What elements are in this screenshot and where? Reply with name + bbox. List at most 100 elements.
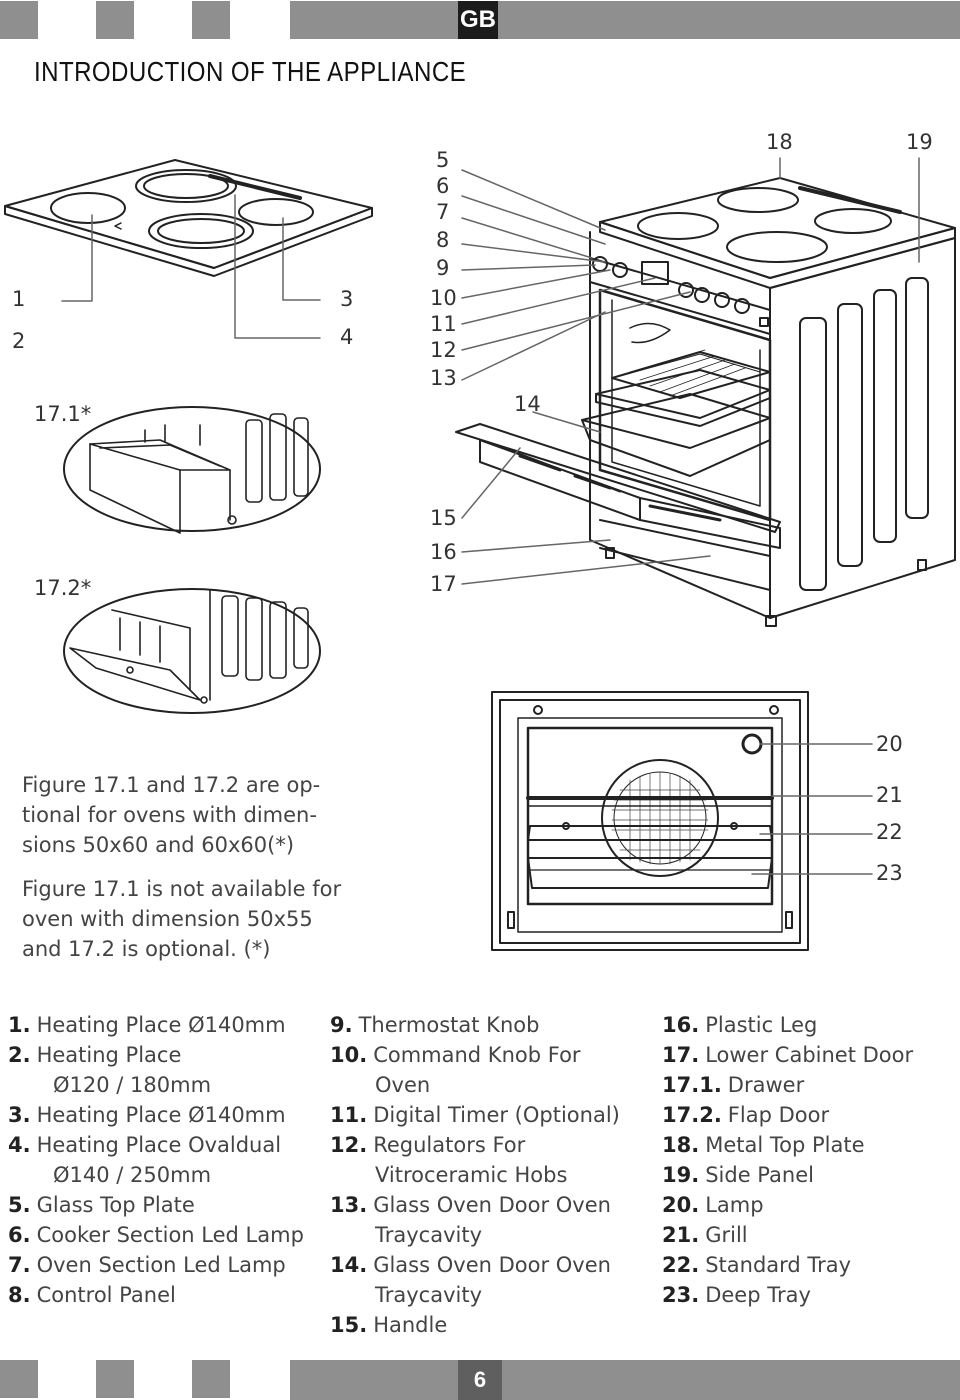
cooker-drawing: [455, 177, 956, 627]
legend-item: 4.Heating Place Ovaldual: [8, 1130, 304, 1160]
callout-12: 12: [430, 338, 457, 362]
availability-note: Figure 17.1 is not available for oven wi…: [22, 874, 362, 964]
callout-15: 15: [430, 506, 457, 530]
optional-figures-note: Figure 17.1 and 17.2 are op- tional for …: [22, 770, 362, 860]
figure-label-17-1: 17.1*: [34, 402, 92, 426]
legend-item-text: Thermostat Knob: [358, 1013, 540, 1037]
legend-item: 5.Glass Top Plate: [8, 1190, 304, 1220]
legend-item-text: Handle: [373, 1313, 448, 1337]
legend-item: 9.Thermostat Knob: [330, 1010, 620, 1040]
legend-item-text: Heating Place Ovaldual: [36, 1133, 282, 1157]
legend-item-number: 14.: [330, 1253, 368, 1277]
legend-item-number: 6.: [8, 1223, 31, 1247]
legend-item-number: 16.: [662, 1013, 700, 1037]
callout-8: 8: [436, 228, 450, 252]
legend-item-number: 21.: [662, 1223, 700, 1247]
legend-item-number: 17.2.: [662, 1103, 722, 1127]
legend-item-number: 8.: [8, 1283, 31, 1307]
note-line: sions 50x60 and 60x60(*): [22, 833, 295, 857]
legend-item-text: Traycavity: [375, 1283, 483, 1307]
legend-item: 8.Control Panel: [8, 1280, 304, 1310]
footer-tab-1: [0, 1360, 38, 1398]
callout-4: 4: [340, 325, 354, 349]
callout-3: 3: [340, 287, 354, 311]
header-band: [290, 1, 960, 39]
note-line: Figure 17.1 and 17.2 are op-: [22, 773, 321, 797]
legend-item-text: Oven: [375, 1073, 431, 1097]
legend-item-text: Cooker Section Led Lamp: [36, 1223, 304, 1247]
legend-item: Traycavity: [330, 1280, 620, 1310]
legend-item: Ø120 / 180mm: [8, 1070, 304, 1100]
legend-item-number: 18.: [662, 1133, 700, 1157]
legend-item: Traycavity: [330, 1220, 620, 1250]
callout-18: 18: [766, 130, 793, 154]
legend-item: 17.1.Drawer: [662, 1070, 913, 1100]
note-line: Figure 17.1 is not available for: [22, 877, 342, 901]
legend-item-number: 17.: [662, 1043, 700, 1067]
legend-item-number: 3.: [8, 1103, 31, 1127]
footer-band: [290, 1360, 960, 1400]
legend-item-text: Glass Top Plate: [36, 1193, 195, 1217]
legend-item-text: Command Knob For: [373, 1043, 581, 1067]
note-line: and 17.2 is optional. (*): [22, 937, 271, 961]
legend-item: 23.Deep Tray: [662, 1280, 913, 1310]
language-badge: GB: [458, 1, 498, 39]
note-line: tional for ovens with dimen-: [22, 803, 317, 827]
legend-item-text: Grill: [705, 1223, 748, 1247]
callout-22: 22: [876, 820, 903, 844]
callout-2: 2: [12, 329, 26, 353]
legend-item-number: 13.: [330, 1193, 368, 1217]
legend-item-number: 12.: [330, 1133, 368, 1157]
legend-item: 15.Handle: [330, 1310, 620, 1340]
legend-item-number: 22.: [662, 1253, 700, 1277]
legend-item-text: Glass Oven Door Oven: [373, 1253, 611, 1277]
legend-item-text: Ø140 / 250mm: [53, 1163, 212, 1187]
legend-item-text: Plastic Leg: [705, 1013, 818, 1037]
flap-door-detail-drawing: [63, 588, 321, 714]
callout-1: 1: [12, 287, 26, 311]
oven-front-drawing: [491, 691, 809, 951]
callout-16: 16: [430, 540, 457, 564]
appliance-illustration: [4, 157, 956, 951]
legend-item: 13.Glass Oven Door Oven: [330, 1190, 620, 1220]
legend-item-text: Drawer: [727, 1073, 805, 1097]
footer-tab-3: [192, 1360, 230, 1398]
legend-item-number: 1.: [8, 1013, 31, 1037]
legend-item-text: Metal Top Plate: [705, 1133, 865, 1157]
callout-23: 23: [876, 861, 903, 885]
legend-item-number: 19.: [662, 1163, 700, 1187]
legend-item-text: Heating Place: [36, 1043, 182, 1067]
callout-10: 10: [430, 286, 457, 310]
header-tab-1: [0, 1, 38, 39]
legend-item-number: 15.: [330, 1313, 368, 1337]
legend-item-text: Side Panel: [705, 1163, 814, 1187]
callout-11: 11: [430, 312, 457, 336]
legend-item-text: Control Panel: [36, 1283, 176, 1307]
legend-item: 1.Heating Place Ø140mm: [8, 1010, 304, 1040]
legend-item: 11.Digital Timer (Optional): [330, 1100, 620, 1130]
legend-item-number: 23.: [662, 1283, 700, 1307]
legend-item: 12.Regulators For: [330, 1130, 620, 1160]
legend-item-number: 11.: [330, 1103, 368, 1127]
legend-item: 17.Lower Cabinet Door: [662, 1040, 913, 1070]
page-number: 6: [458, 1360, 502, 1400]
legend-item: 17.2.Flap Door: [662, 1100, 913, 1130]
legend-item-number: 2.: [8, 1043, 31, 1067]
callout-9: 9: [436, 256, 450, 280]
footer-tab-2: [96, 1360, 134, 1398]
legend-item: 10.Command Knob For: [330, 1040, 620, 1070]
page-title: INTRODUCTION OF THE APPLIANCE: [34, 56, 467, 87]
legend-item: 16.Plastic Leg: [662, 1010, 913, 1040]
legend-item-text: Digital Timer (Optional): [373, 1103, 620, 1127]
legend-item-number: 5.: [8, 1193, 31, 1217]
legend-item: 19.Side Panel: [662, 1160, 913, 1190]
legend-item: 22.Standard Tray: [662, 1250, 913, 1280]
callout-20: 20: [876, 732, 903, 756]
legend-item-text: Flap Door: [727, 1103, 830, 1127]
legend-item-text: Vitroceramic Hobs: [375, 1163, 568, 1187]
callout-6: 6: [436, 174, 450, 198]
callout-5: 5: [436, 148, 450, 172]
